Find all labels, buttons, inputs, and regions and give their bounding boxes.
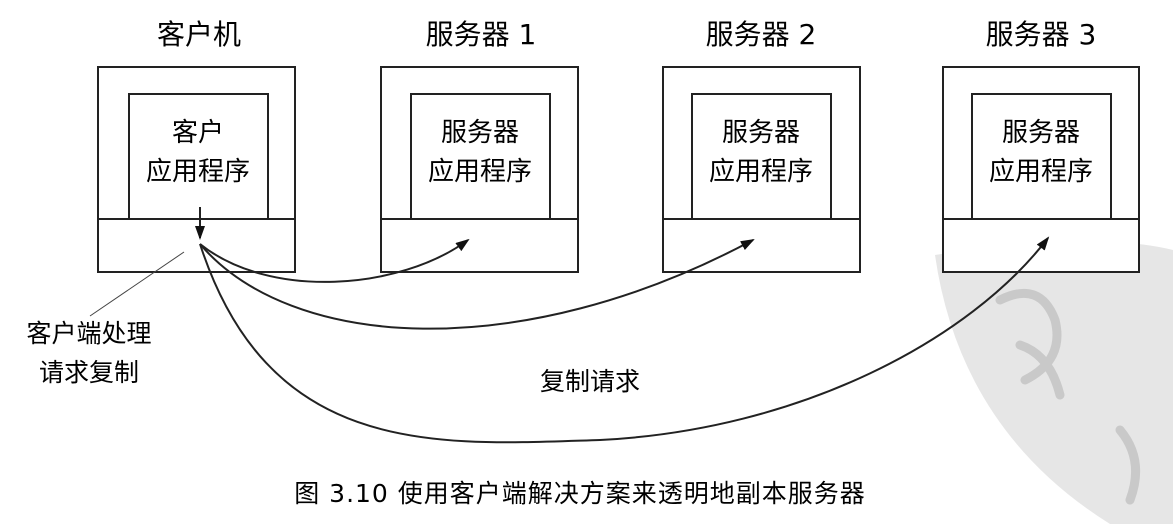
server3-app-box [971,93,1112,220]
server1-app-label-line1: 服务器 [441,118,519,148]
server2-app-box [691,93,832,220]
client-side-label-line2: 请求复制 [39,358,139,387]
server3-title: 服务器 3 [986,18,1097,51]
client-app-box [128,93,269,220]
server1-app-box [410,93,551,220]
annotation-leader-line [89,251,185,317]
server2-title: 服务器 2 [706,18,817,51]
replica-arrow-server1 [199,238,470,283]
server2-app-label-line2: 应用程序 [709,157,813,187]
client-app-label-line2: 应用程序 [146,157,250,187]
server3-app-label-line1: 服务器 [1002,118,1080,148]
server1-app-label-line2: 应用程序 [428,157,532,187]
replica-arrow-server3 [199,236,1050,444]
server1-node: 服务器 1 服务器 应用程序 [380,18,579,273]
replicate-request-label: 复制请求 [540,367,640,396]
figure-caption: 图 3.10 使用客户端解决方案来透明地副本服务器 [294,479,866,508]
server2-node: 服务器 2 服务器 应用程序 [662,18,861,273]
client-side-label-line1: 客户端处理 [26,319,151,348]
client-title: 客户机 [157,18,241,51]
server3-app-label-line2: 应用程序 [989,157,1093,187]
server2-app-label-line1: 服务器 [722,118,800,148]
client-node: 客户机 客户 应用程序 [97,18,296,273]
replica-arrow-server2 [199,239,755,330]
client-app-label-line1: 客户 [172,118,224,148]
watermark-seal [935,241,1173,524]
server1-title: 服务器 1 [426,18,537,51]
server3-node: 服务器 3 服务器 应用程序 [942,18,1140,273]
